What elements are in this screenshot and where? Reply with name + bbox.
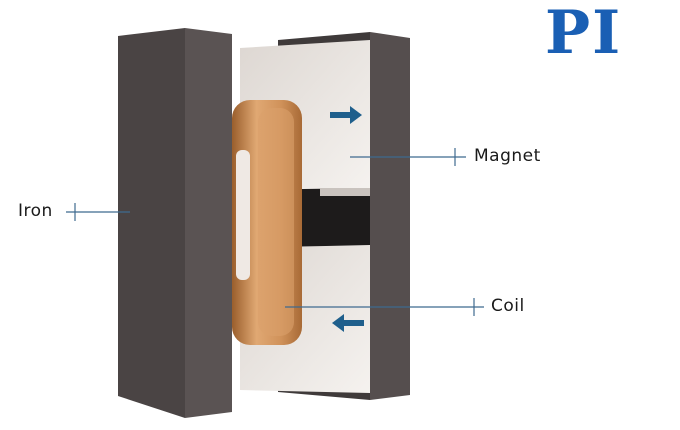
magnet-label: Magnet [474, 146, 541, 166]
magnet-leader-line [350, 148, 466, 166]
iron-front-plate [118, 28, 232, 418]
iron-label: Iron [18, 201, 53, 221]
arrow-left-icon [332, 314, 364, 332]
arrow-right-icon [330, 106, 362, 124]
pi-logo: PI [545, 0, 623, 68]
air-gap [290, 188, 370, 246]
coil [232, 100, 302, 345]
iron-leader-line [66, 203, 130, 221]
coil-leader-line [285, 298, 484, 316]
coil-label: Coil [491, 296, 525, 316]
